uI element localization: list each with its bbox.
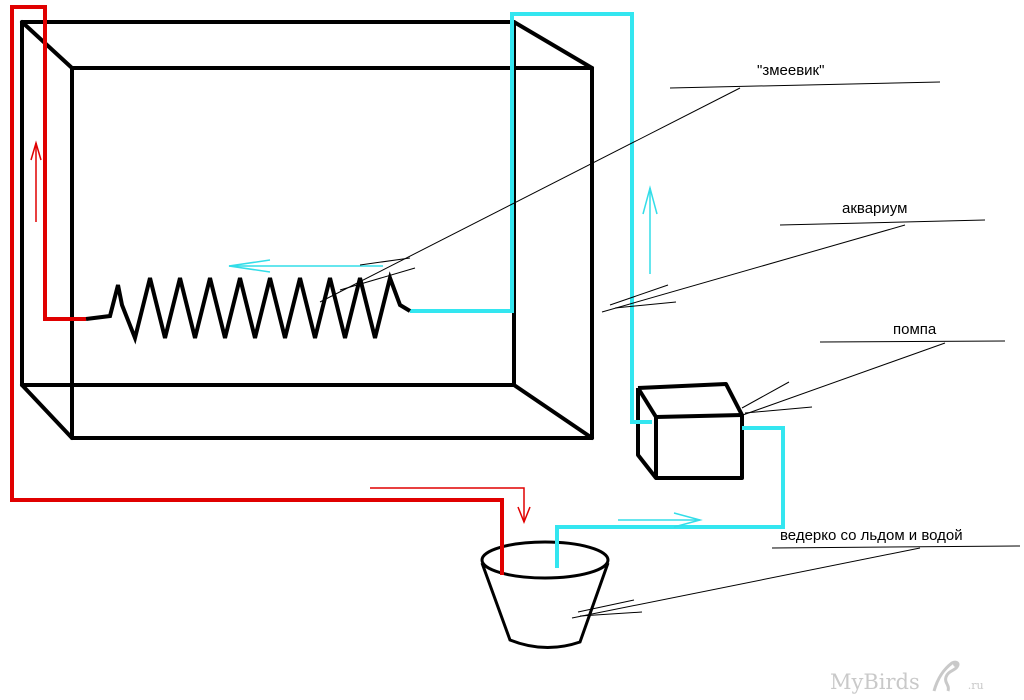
aquarium-outline [20, 20, 594, 440]
arrow-left-cyan [228, 259, 383, 273]
coil-label: "змеевик" [757, 62, 825, 79]
arrow-down-red [370, 487, 531, 525]
pump-label: помпа [893, 321, 937, 338]
bird-logo-icon [932, 660, 960, 692]
aquarium-label: аквариум [842, 200, 908, 217]
warm-water-tube [10, 5, 504, 575]
arrow-right-cyan [618, 512, 703, 528]
cold-water-tube [410, 12, 652, 424]
pump-output-tube [555, 426, 785, 568]
arrow-up-cyan [642, 185, 658, 274]
watermark-tld: .ru [967, 679, 984, 692]
bucket [480, 540, 610, 650]
coil-zigzag [85, 271, 412, 345]
bucket-label: ведерко со льдом и водой [780, 527, 963, 544]
leader-lines [319, 81, 1021, 619]
watermark-brand: MyBirds [830, 670, 920, 694]
watermark: MyBirds .ru [830, 655, 984, 699]
arrow-up-red [30, 140, 42, 222]
pump-box [636, 382, 744, 480]
